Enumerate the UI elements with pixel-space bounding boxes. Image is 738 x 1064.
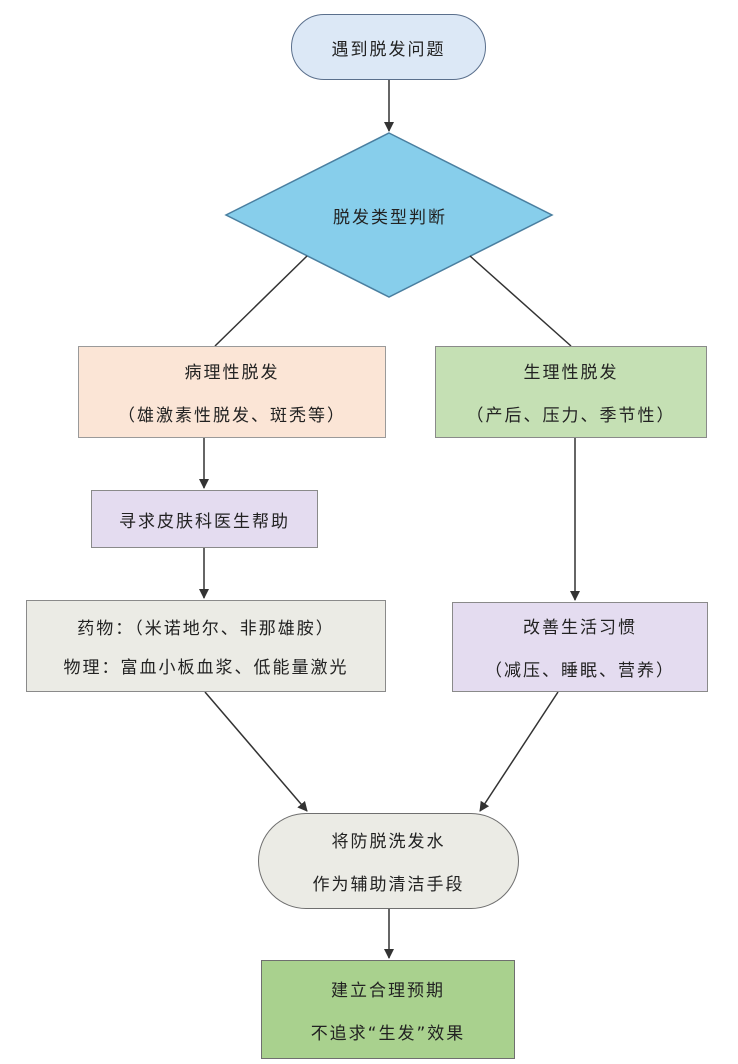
treatment-drug: 药物：（米诺地尔、非那雄胺）: [77, 619, 335, 639]
line-decision-to-physiological: [469, 255, 572, 347]
treatment-node: 药物：（米诺地尔、非那雄胺） 物理：富血小板血浆、低能量激光: [26, 600, 386, 692]
start-label: 遇到脱发问题: [331, 39, 446, 60]
habits-detail: （减压、睡眠、营养）: [485, 661, 675, 681]
decision-node-label: 脱发类型判断: [333, 207, 447, 228]
pathological-hair-loss-node: 病理性脱发 （雄激素性脱发、斑秃等）: [78, 346, 386, 438]
pathological-detail: （雄激素性脱发、斑秃等）: [118, 406, 346, 426]
line-decision-to-pathological: [214, 255, 308, 347]
treatment-physical: 物理：富血小板血浆、低能量激光: [63, 658, 349, 678]
expectation-line-1: 建立合理预期: [331, 980, 445, 1001]
shampoo-line-2: 作为辅助清洁手段: [312, 875, 465, 895]
dermatology-label: 寻求皮肤科医生帮助: [119, 511, 290, 532]
arrow-habits-to-shampoo: [479, 691, 559, 812]
habits-title: 改善生活习惯: [523, 618, 637, 638]
dermatology-help-node: 寻求皮肤科医生帮助: [91, 490, 318, 548]
physiological-title: 生理性脱发: [523, 363, 619, 383]
pathological-title: 病理性脱发: [184, 363, 280, 383]
shampoo-node: 将防脱洗发水 作为辅助清洁手段: [258, 813, 519, 909]
lifestyle-habits-node: 改善生活习惯 （减压、睡眠、营养）: [452, 602, 708, 692]
expectation-line-2: 不追求“生发”效果: [310, 1023, 466, 1044]
start-node: 遇到脱发问题: [291, 14, 486, 80]
physiological-hair-loss-node: 生理性脱发 （产后、压力、季节性）: [435, 346, 707, 438]
arrow-treatment-to-shampoo: [204, 691, 308, 812]
shampoo-line-1: 将防脱洗发水: [331, 832, 446, 852]
physiological-detail: （产后、压力、季节性）: [466, 406, 676, 426]
expectation-node: 建立合理预期 不追求“生发”效果: [261, 960, 515, 1059]
